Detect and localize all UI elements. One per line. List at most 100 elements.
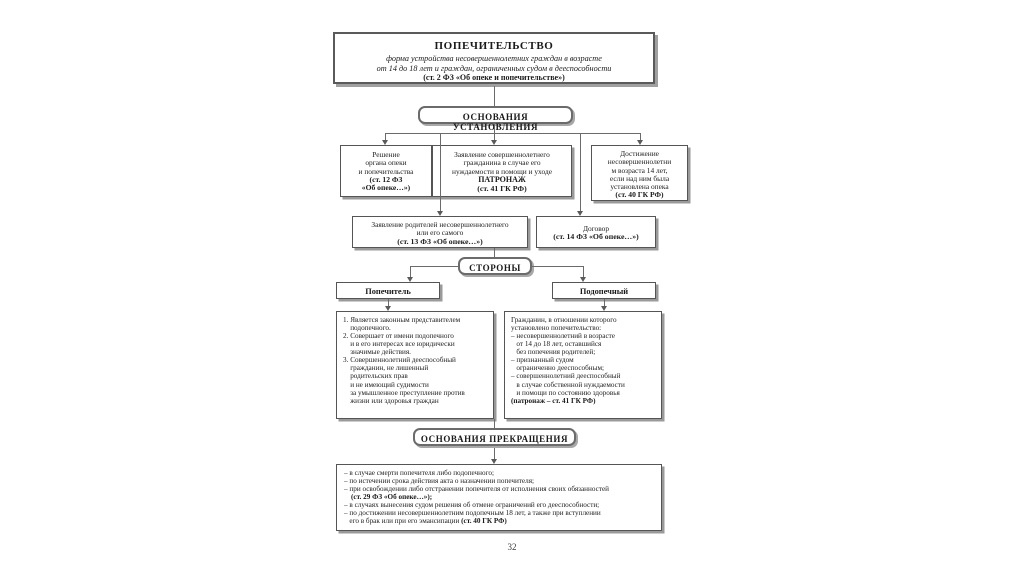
grounds-drop-left <box>385 133 386 141</box>
connector-to-parents-statement <box>440 133 441 212</box>
ward-label-text: Подопечный <box>579 286 629 296</box>
box-age-fourteen-line-3: м возраста 14 лет, <box>611 165 668 175</box>
box-adult-statement-line-1: Заявление совершеннолетнего <box>454 150 550 159</box>
guardian-detail-line: жизни или здоровья граждан <box>343 396 439 405</box>
box-termination-details: – в случае смерти попечителя либо подопе… <box>336 464 662 531</box>
termination-bold-ref: (ст. 29 ФЗ «Об опеке…»); <box>351 493 433 502</box>
ward-detail-line: – несовершеннолетний в возрасте <box>511 332 615 341</box>
box-parents-statement-line-2: или его самого <box>416 228 464 238</box>
termination-line: – в случае смерти попечителя либо подопе… <box>344 469 494 477</box>
guardian-detail-line: подопечного. <box>343 324 391 333</box>
ward-detail-bold-line: (патронаж – ст. 41 ГК РФ) <box>511 396 596 405</box>
ward-detail-line: от 14 до 18 лет, оставшийся <box>511 340 602 349</box>
section-grounds-terminate: ОСНОВАНИЯ ПРЕКРАЩЕНИЯ <box>413 428 576 446</box>
box-parents-statement-line-3: (ст. 13 ФЗ «Об опеке…») <box>397 236 483 246</box>
guardian-detail-line: значимые действия. <box>343 348 411 357</box>
parties-drop-right <box>583 266 584 278</box>
arrow-contract <box>576 211 583 216</box>
grounds-branch-bar <box>385 133 640 134</box>
box-adult-statement-line-3: нуждаемости в помощи и уходе <box>452 166 552 176</box>
grounds-branch-stem-center <box>494 124 495 133</box>
box-guardian-details: 1. Является законным представителем подо… <box>336 311 494 419</box>
box-contract-line-2: (ст. 14 ФЗ «Об опеке…») <box>553 232 639 242</box>
box-parents-statement-line-1: Заявление родителей несовершеннолетнего <box>371 220 509 229</box>
box-ward-details: Гражданин, в отношении которого установл… <box>504 311 662 419</box>
box-ward-label: Подопечный <box>552 282 656 299</box>
parties-branch-bar-right <box>532 266 583 267</box>
termination-line: – по истечении срока действия акта о наз… <box>344 477 535 486</box>
box-guardian-label: Попечитель <box>336 282 440 299</box>
termination-last-line-bold: (ст. 40 ГК РФ) <box>461 517 507 526</box>
section-grounds-establish: ОСНОВАНИЯ УСТАНОВЛЕНИЯ <box>418 106 573 132</box>
arrow-termination-detail <box>490 459 497 464</box>
ward-detail-line: Гражданин, в отношении которого <box>511 316 617 324</box>
box-decision-line-2: органа опеки <box>365 158 407 168</box>
box-age-fourteen-line-6: (ст. 40 ГК РФ) <box>615 190 664 200</box>
termination-line: – в случаях вынесения судом решения об о… <box>344 501 600 510</box>
grounds-arrow-center <box>490 140 497 145</box>
guardian-detail-line: и не имеющий судимости <box>343 380 429 389</box>
parties-drop-left <box>410 266 411 278</box>
section-grounds-terminate-label: ОСНОВАНИЯ ПРЕКРАЩЕНИЯ <box>420 433 569 444</box>
box-decision-line-1: Решение <box>372 150 400 159</box>
termination-last-line-plain: его в брак или при его эмансипации <box>344 517 462 526</box>
guardian-detail-line: 1. Является законным представителем <box>343 316 461 324</box>
arrow-guardian-detail <box>384 306 391 311</box>
title-line-1: форма устройства несовершеннолетних граж… <box>386 54 602 64</box>
guardian-detail-line: гражданин, не лишенный <box>343 364 429 373</box>
title-line-2: от 14 до 18 лет и граждан, ограниченных … <box>376 63 612 73</box>
connector-guardian-detail <box>388 299 389 307</box>
ward-detail-line: без попечения родителей; <box>511 348 596 357</box>
guardian-detail-line: родительских прав <box>343 372 408 381</box>
termination-last-line: его в брак или при его эмансипации (ст. … <box>344 517 655 525</box>
ward-detail-line: – признанный судом <box>511 356 574 365</box>
connector-title-to-grounds <box>494 86 495 106</box>
ward-detail-line: в случае собственной нуждаемости <box>511 380 625 389</box>
guardian-detail-line: 2. Совершает от имени подопечного <box>343 332 454 341</box>
guardian-label-text: Попечитель <box>365 286 411 296</box>
parties-arrow-left <box>406 277 413 282</box>
box-decision-line-5: «Об опеке…») <box>361 183 411 193</box>
page-number: 32 <box>507 542 517 552</box>
title-line-3: (ст. 2 ФЗ «Об опеке и попечительстве») <box>423 72 565 82</box>
connector-ward-detail <box>604 299 605 307</box>
box-age-fourteen: Достижение несовершеннолетни м возраста … <box>591 145 688 201</box>
ward-detail-line: установлено попечительство: <box>511 324 602 333</box>
connector-to-parties <box>494 248 495 261</box>
guardian-detail-line: за умышленное преступление против <box>343 388 465 397</box>
grounds-arrow-right <box>636 140 643 145</box>
grounds-arrow-left <box>381 140 388 145</box>
box-contract-line-1: Договор <box>582 224 610 233</box>
connector-termination-detail <box>494 448 495 461</box>
arrow-ward-detail <box>600 306 607 311</box>
guardian-detail-line: 3. Совершеннолетний дееспособный <box>343 356 456 365</box>
box-parents-statement: Заявление родителей несовершеннолетнего … <box>352 216 528 248</box>
box-adult-statement: Заявление совершеннолетнего гражданина в… <box>432 145 572 197</box>
box-contract: Договор (ст. 14 ФЗ «Об опеке…») <box>536 216 656 248</box>
box-adult-statement-line-2: гражданина в случае его <box>463 158 541 168</box>
box-decision-line-3: и попечительства <box>358 166 414 176</box>
guardian-detail-line: и в его интересах все юридически <box>343 340 455 349</box>
grounds-drop-right <box>640 133 641 141</box>
title-box: ПОПЕЧИТЕЛЬСТВО форма устройства несоверш… <box>333 32 655 84</box>
box-decision: Решение органа опеки и попечительства (с… <box>340 145 432 197</box>
ward-detail-line: ограниченно дееспособным; <box>511 364 604 373</box>
ward-detail-line: и помощи по состоянию здоровья <box>511 388 620 397</box>
box-adult-statement-line-4: ПАТРОНАЖ <box>478 174 526 184</box>
arrow-parents-statement <box>436 211 443 216</box>
section-parties-label: СТОРОНЫ <box>469 262 521 273</box>
box-age-fourteen-line-5: установлена опека <box>610 182 669 192</box>
box-decision-line-4: (ст. 12 ФЗ <box>369 174 403 184</box>
box-adult-statement-line-5: (ст. 41 ГК РФ) <box>477 183 527 193</box>
section-parties: СТОРОНЫ <box>458 257 532 275</box>
section-grounds-establish-label: ОСНОВАНИЯ УСТАНОВЛЕНИЯ <box>452 111 539 132</box>
termination-line: – по достижении несовершеннолетним подоп… <box>344 509 601 518</box>
box-age-fourteen-line-4: если над ним была <box>609 173 670 183</box>
ward-detail-line: – совершеннолетний дееспособный <box>511 372 621 381</box>
box-age-fourteen-line-1: Достижение <box>620 149 659 158</box>
parties-arrow-right <box>579 277 586 282</box>
title-heading: ПОПЕЧИТЕЛЬСТВО <box>434 40 554 52</box>
termination-line: – при освобождении либо отстранении попе… <box>344 485 610 494</box>
box-age-fourteen-line-2: несовершеннолетни <box>607 157 672 167</box>
connector-to-termination-section <box>494 419 495 432</box>
